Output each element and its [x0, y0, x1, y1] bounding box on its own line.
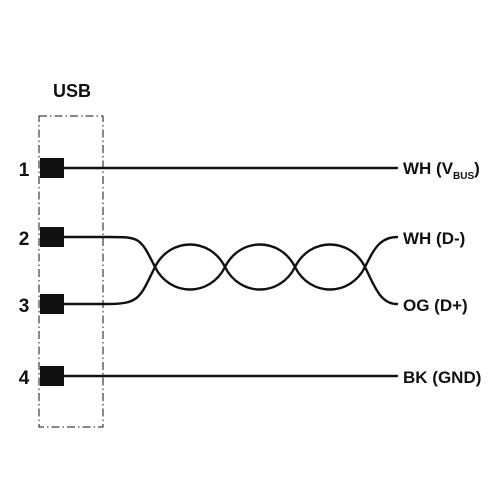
wire-label-d-plus: OG (D+) — [403, 296, 468, 315]
pin-contact-1 — [40, 158, 64, 178]
wire-d-plus — [62, 243, 399, 306]
pin-number-3: 3 — [19, 296, 30, 317]
wire-label-vbus-end: ) — [474, 159, 480, 178]
pin-number-1: 1 — [19, 160, 30, 181]
pin-number-2: 2 — [19, 229, 30, 250]
wire-label-vbus-sub: BUS — [453, 171, 474, 182]
pin-contact-4 — [40, 366, 64, 386]
pin-contact-3 — [40, 294, 64, 314]
pin-number-4: 4 — [19, 368, 30, 389]
wire-d-minus — [62, 235, 399, 291]
wire-label-vbus-main: WH (V — [403, 159, 454, 178]
connector-frame — [38, 115, 104, 428]
pin-contact-2 — [40, 227, 64, 247]
connector-title: USB — [53, 81, 91, 101]
wire-label-vbus: WH (VBUS) — [403, 159, 480, 182]
wire-label-gnd: BK (GND) — [403, 368, 481, 387]
wire-label-d-minus: WH (D-) — [403, 229, 465, 248]
